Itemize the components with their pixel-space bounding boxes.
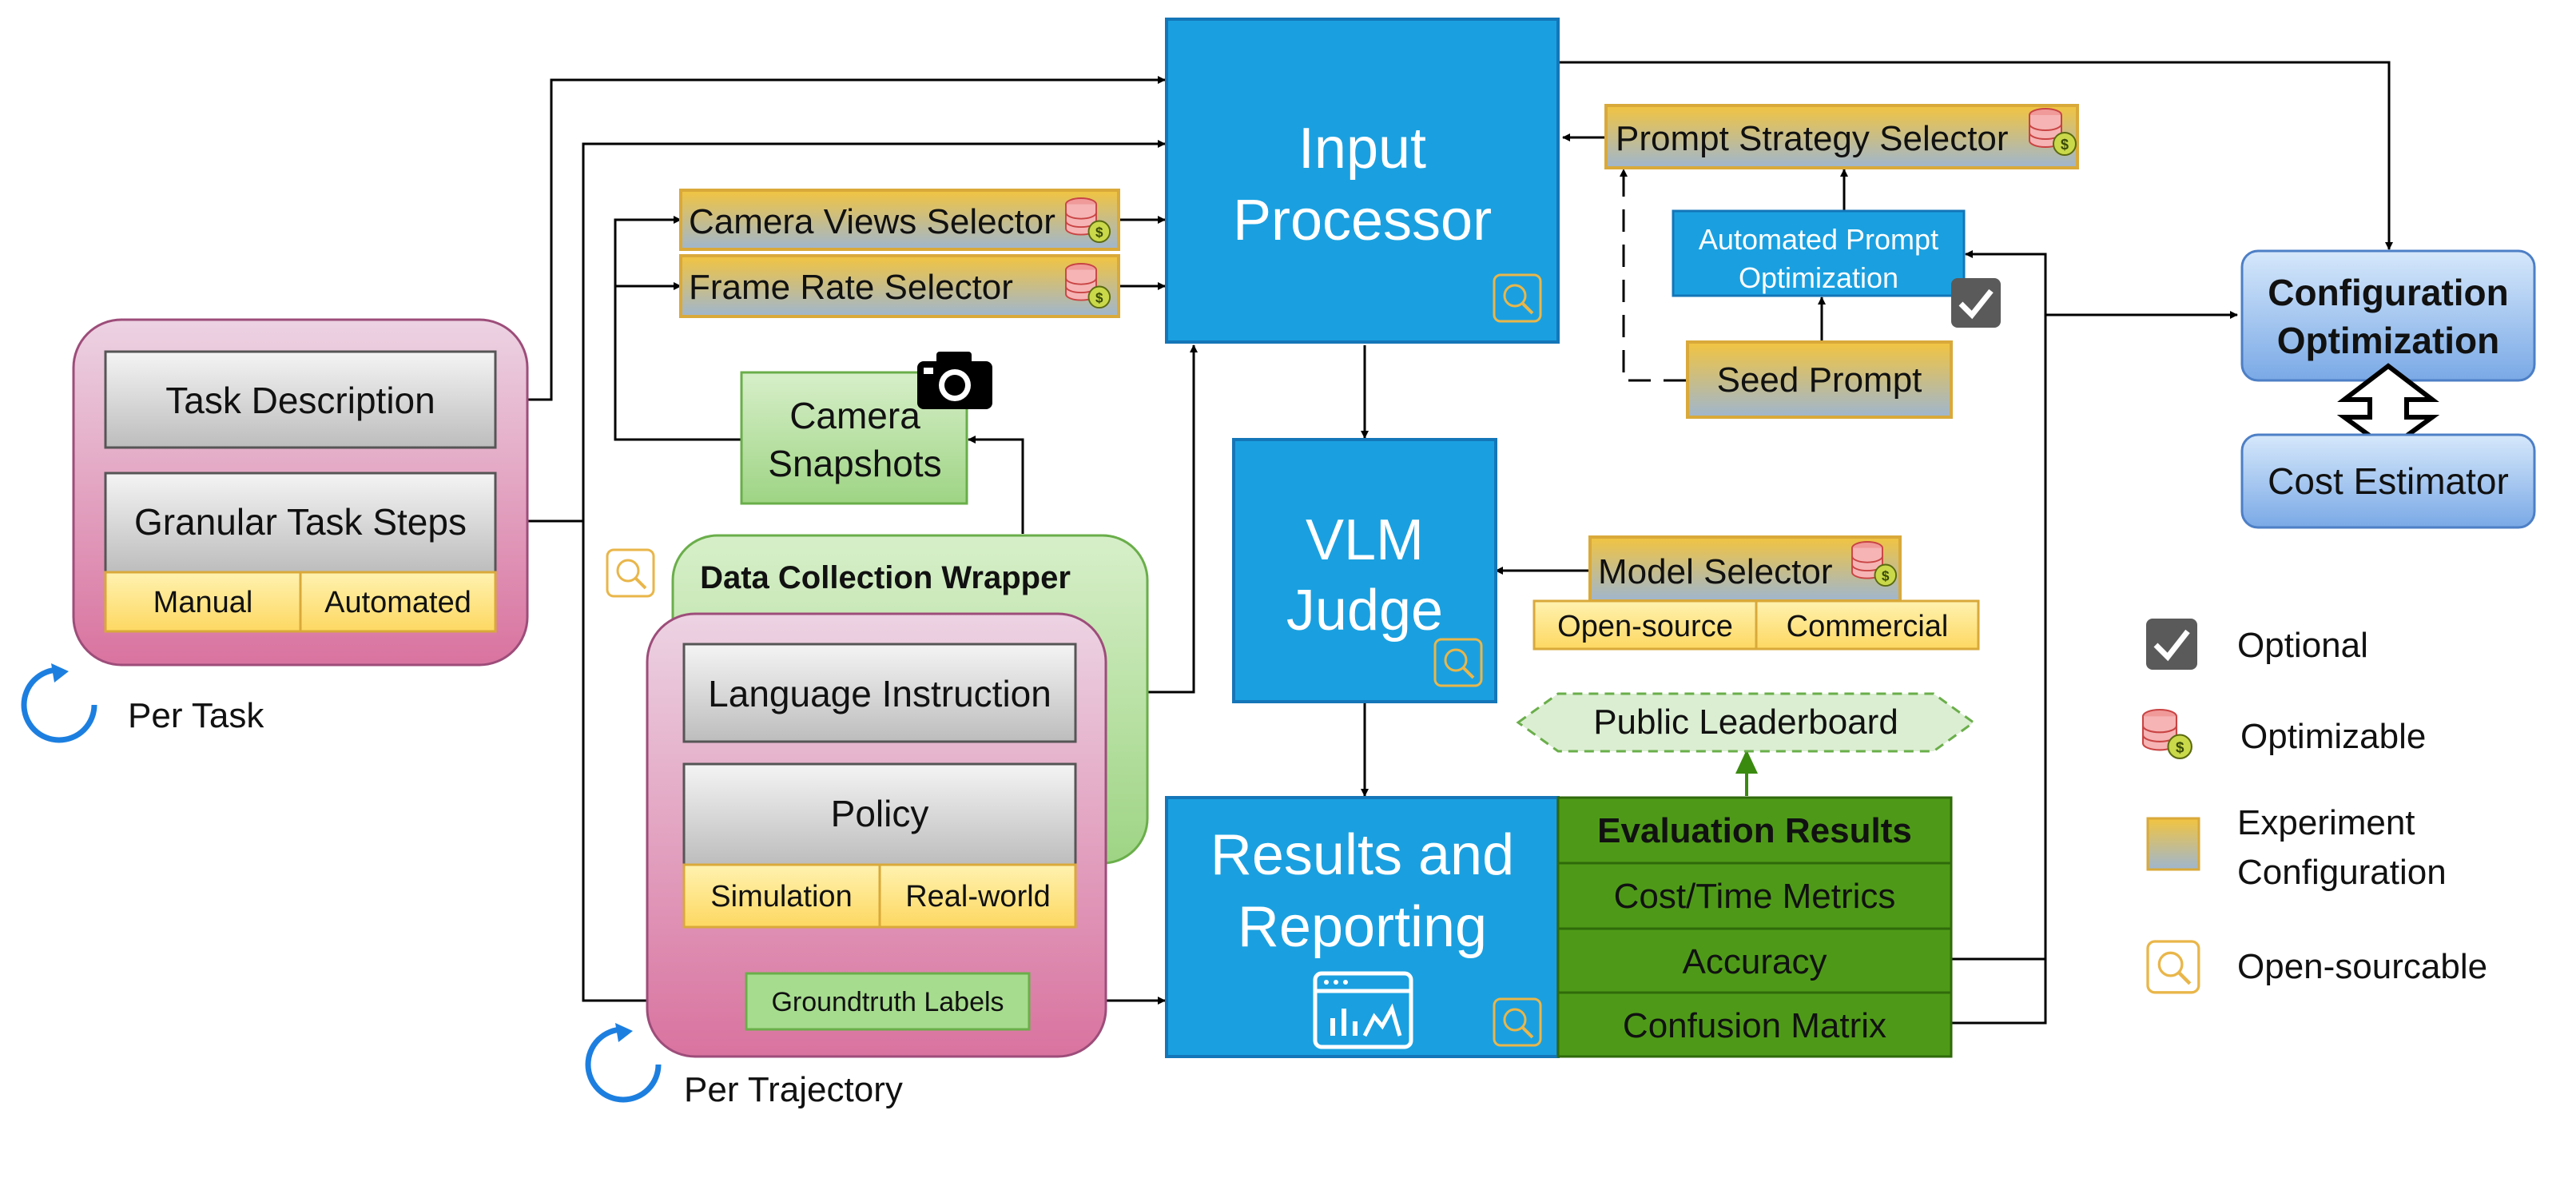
legend-optimizable-label: Optimizable — [2240, 717, 2426, 756]
results-title-2: Reporting — [1238, 895, 1487, 959]
camera-views-selector-label: Camera Views Selector — [689, 202, 1055, 241]
groundtruth-labels-box[interactable]: Groundtruth Labels — [745, 972, 1031, 1031]
model-selector-label: Model Selector — [1598, 552, 1832, 591]
seed-prompt-label: Seed Prompt — [1717, 360, 1922, 400]
per-trajectory-group: Language Instruction Policy Simulation R… — [646, 612, 1107, 1058]
apo-label-1: Automated Prompt — [1699, 223, 1938, 256]
vlm-judge-title-1: VLM — [1306, 508, 1424, 572]
per-trajectory-label: Per Trajectory — [684, 1070, 903, 1109]
automated-label: Automated — [324, 586, 471, 619]
public-leaderboard-label: Public Leaderboard — [1593, 702, 1898, 742]
automated-prompt-optimization[interactable]: Automated Prompt Optimization — [1672, 209, 1966, 297]
frame-rate-selector[interactable]: Frame Rate Selector — [679, 254, 1120, 318]
cost-estimator-label: Cost Estimator — [2268, 460, 2509, 502]
table-row[interactable]: Confusion Matrix — [1556, 991, 1953, 1058]
model-selector[interactable]: Model Selector — [1588, 535, 1902, 603]
input-processor-title-1: Input — [1298, 117, 1426, 181]
groundtruth-labels-label: Groundtruth Labels — [771, 987, 1004, 1017]
table-row[interactable]: Cost/Time Metrics — [1556, 862, 1953, 930]
prompt-strategy-selector-label: Prompt Strategy Selector — [1616, 119, 2009, 158]
camera-snapshots-label-1: Camera — [789, 395, 920, 436]
legend-experiment-label-2: Configuration — [2237, 853, 2447, 892]
open-source-tag[interactable]: Open-source — [1532, 599, 1758, 651]
legend-optional: Optional — [2146, 619, 2368, 670]
legend-optimizable: Optimizable — [2141, 708, 2426, 759]
task-description-box[interactable]: Task Description — [104, 350, 497, 449]
per-task-label: Per Task — [128, 696, 264, 735]
open-sourcable-icon — [606, 548, 655, 598]
evaluation-results-header-label: Evaluation Results — [1597, 811, 1912, 850]
input-processor[interactable]: Input Processor — [1165, 18, 1560, 344]
legend-optional-label: Optional — [2237, 626, 2368, 665]
camera-views-selector[interactable]: Camera Views Selector — [679, 189, 1120, 251]
legend-open-sourcable-label: Open-sourcable — [2237, 947, 2487, 986]
legend-experiment-label-1: Experiment — [2237, 803, 2415, 842]
prompt-strategy-selector[interactable]: Prompt Strategy Selector — [1604, 104, 2079, 169]
commercial-tag[interactable]: Commercial — [1755, 599, 1980, 651]
optimizable-icon — [2141, 708, 2192, 759]
manual-label: Manual — [153, 586, 253, 619]
evaluation-results-header[interactable]: Evaluation Results — [1556, 796, 1953, 865]
configuration-optimization-label-2: Optimization — [2277, 320, 2500, 361]
real-world-tag[interactable]: Real-world — [878, 863, 1077, 929]
policy-label: Policy — [831, 793, 929, 834]
input-processor-title-2: Processor — [1233, 189, 1492, 253]
confusion-matrix-label: Confusion Matrix — [1623, 1006, 1886, 1045]
per-trajectory-loop-icon — [588, 1023, 658, 1100]
cost-time-metrics-label: Cost/Time Metrics — [1614, 877, 1896, 916]
results-title-1: Results and — [1210, 823, 1514, 887]
policy-box[interactable]: Policy — [682, 762, 1077, 866]
real-world-label: Real-world — [905, 880, 1051, 913]
granular-task-steps-box[interactable]: Granular Task Steps — [104, 472, 497, 574]
data-collection-wrapper-label: Data Collection Wrapper — [700, 560, 1071, 595]
frame-rate-selector-label: Frame Rate Selector — [689, 268, 1013, 307]
vlm-judge-title-2: Judge — [1286, 579, 1443, 643]
camera-icon — [917, 352, 992, 409]
legend-experiment-configuration: Experiment Configuration — [2146, 803, 2447, 892]
configuration-optimization-label-1: Configuration — [2268, 272, 2509, 313]
simulation-label: Simulation — [710, 880, 852, 913]
results-and-reporting[interactable]: Results and Reporting — [1165, 796, 1560, 1058]
granular-task-steps-label: Granular Task Steps — [134, 501, 467, 543]
configuration-optimization[interactable]: Configuration Optimization — [2240, 249, 2536, 382]
public-leaderboard[interactable]: Public Leaderboard — [1516, 692, 1976, 753]
accuracy-label: Accuracy — [1683, 942, 1827, 981]
task-description-label: Task Description — [165, 380, 435, 421]
open-source-label: Open-source — [1557, 610, 1733, 643]
per-task-group: Task Description Granular Task Steps Man… — [72, 318, 529, 667]
commercial-label: Commercial — [1787, 610, 1949, 643]
automated-tag[interactable]: Automated — [299, 571, 497, 633]
simulation-tag[interactable]: Simulation — [682, 863, 881, 929]
per-task-loop-icon — [24, 663, 94, 740]
table-row[interactable]: Accuracy — [1556, 927, 1953, 994]
check-icon — [2146, 619, 2197, 670]
legend: Optional Optimizable Experiment Configur… — [2141, 619, 2487, 993]
dashboard-icon — [1313, 971, 1413, 1049]
optional-check-icon — [1951, 278, 2001, 328]
language-instruction-box[interactable]: Language Instruction — [682, 643, 1077, 743]
seed-prompt[interactable]: Seed Prompt — [1686, 340, 1953, 419]
camera-snapshots-label-2: Snapshots — [768, 443, 941, 484]
open-sourcable-icon — [2148, 941, 2199, 993]
vlm-judge[interactable]: VLM Judge — [1232, 438, 1497, 703]
legend-open-sourcable: Open-sourcable — [2148, 941, 2487, 993]
language-instruction-label: Language Instruction — [708, 673, 1051, 714]
manual-tag[interactable]: Manual — [104, 571, 302, 633]
apo-label-2: Optimization — [1739, 261, 1898, 294]
cost-estimator[interactable]: Cost Estimator — [2240, 433, 2536, 529]
evaluation-results-table: Evaluation Results Cost/Time Metrics Acc… — [1556, 796, 1953, 1058]
experiment-configuration-swatch — [2146, 817, 2200, 871]
